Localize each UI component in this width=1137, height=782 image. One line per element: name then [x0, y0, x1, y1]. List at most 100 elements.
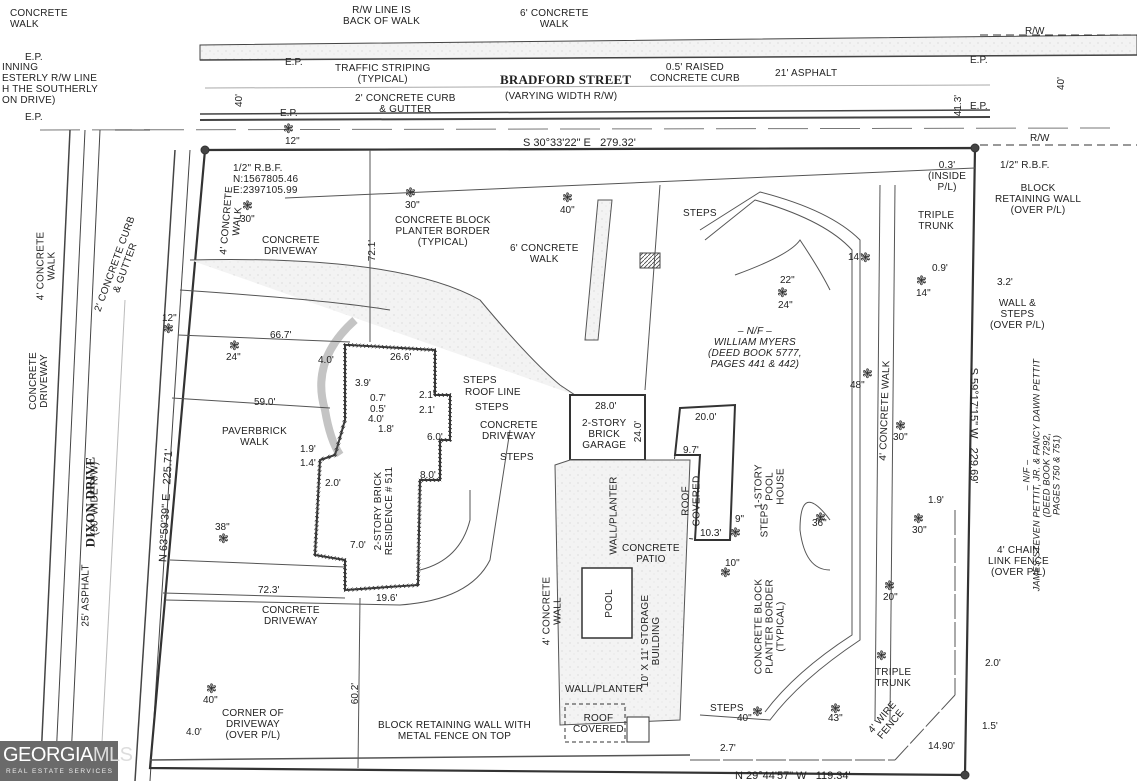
label-neighbor-myers: – N/F – WILLIAM MYERS (DEED BOOK 5777, P…: [708, 326, 802, 370]
dim-poolhouse-20-0: 20.0': [695, 412, 717, 423]
dim-1-9: 1.9': [928, 495, 944, 506]
label-rw-2: R/W: [1030, 133, 1050, 144]
label-25-asphalt: 25' ASPHALT: [80, 564, 92, 627]
tree-size: 36": [812, 518, 827, 529]
bearing-south: N 29°44'57" W 119.34': [735, 770, 851, 782]
tree-size: 22": [780, 275, 795, 286]
dim-res-1-8: 1.8': [378, 424, 394, 435]
label-6ft-walk-lot: 6' CONCRETE WALK: [510, 243, 579, 265]
tree-size: 48": [850, 380, 865, 391]
tree-icon: ❃: [777, 286, 788, 301]
pool: [581, 567, 633, 639]
dim-res-26-6: 26.6': [390, 352, 412, 363]
label-storage-building: 10' X 11' STORAGE BUILDING: [640, 594, 663, 688]
tree-size: 30": [240, 214, 255, 225]
dim-res-1-9: 1.9': [300, 444, 316, 455]
label-ep-6: E.P.: [25, 112, 43, 123]
tree-icon: ❃: [218, 532, 229, 547]
label-corner-of-driveway: CORNER OF DRIVEWAY (OVER P/L): [222, 708, 284, 741]
label-nw-corner-pin: 1/2" R.B.F. N:1567805.46 E:2397105.99: [233, 163, 299, 196]
tree-icon: ❃: [163, 322, 174, 337]
label-planter-border-north: CONCRETE BLOCK PLANTER BORDER (TYPICAL): [395, 215, 491, 248]
tree-size: 14": [848, 252, 863, 263]
tree-icon: ❃: [860, 251, 871, 266]
tree-icon: ❃: [242, 199, 253, 214]
dim-garage-height: 24.0': [633, 420, 645, 443]
label-chain-link-fence: 4' CHAIN LINK FENCE (OVER P/L): [988, 545, 1049, 578]
tree-icon: ❃: [884, 579, 895, 594]
tree-size: 12": [285, 136, 300, 147]
label-retaining-wall-fence: BLOCK RETAINING WALL WITH METAL FENCE ON…: [378, 720, 531, 742]
dim-66-7: 66.7': [270, 330, 292, 341]
tree-icon: ❃: [720, 566, 731, 581]
dim-40-left: 40': [234, 93, 246, 108]
label-planter-border-east: CONCRETE BLOCK PLANTER BORDER (TYPICAL): [753, 578, 787, 675]
tree-icon: ❃: [862, 367, 873, 382]
dim-40-right: 40': [1056, 76, 1068, 91]
tree-size: 14": [916, 288, 931, 299]
dim-59-0: 59.0': [254, 397, 276, 408]
tree-icon: ❃: [206, 682, 217, 697]
tree-size: 40": [203, 695, 218, 706]
label-concrete-walk-nw: CONCRETE WALK: [10, 8, 68, 30]
dim-res-0-5: 0.5': [370, 404, 386, 415]
tree-icon: ❃: [895, 419, 906, 434]
label-garage: 2-STORY BRICK GARAGE: [582, 418, 627, 451]
tree-size: 24": [778, 300, 793, 311]
label-traffic-striping: TRAFFIC STRIPING (TYPICAL): [335, 63, 431, 85]
dim-41-3: 41.3': [953, 94, 965, 117]
tree-icon: ❃: [730, 526, 741, 541]
label-neighbor-pettit: – N/F – JAMES STEVEN PETTIT, JR. & FANCY…: [1021, 358, 1062, 592]
label-roof-line: ROOF LINE: [465, 387, 521, 398]
label-paverbrick-walk: PAVERBRICK WALK: [222, 426, 287, 448]
tree-icon: ❃: [229, 339, 240, 354]
tree-size: 20": [883, 592, 898, 603]
label-wall-planter-n: WALL/PLANTER: [608, 476, 620, 555]
label-driveway-south: CONCRETE DRIVEWAY: [262, 605, 320, 627]
dim-3-2: 3.2': [997, 277, 1013, 288]
label-wall-and-steps: WALL & STEPS (OVER P/L): [990, 298, 1045, 331]
bradford-sidewalk: [199, 34, 1137, 61]
tree-size: 40": [560, 205, 575, 216]
dim-res-1-4: 1.4': [300, 458, 316, 469]
label-rw-1: R/W: [1025, 26, 1045, 37]
label-ep-3: E.P.: [970, 55, 988, 66]
dim-res-7-0: 7.0': [350, 540, 366, 551]
label-ep-4: E.P.: [970, 101, 988, 112]
tree-size: 30": [893, 432, 908, 443]
dim-4-0: 4.0': [186, 727, 202, 738]
tree-icon: ❃: [752, 705, 763, 720]
tree-icon: ❃: [916, 274, 927, 289]
tree-size: 9": [735, 514, 745, 525]
dim-res-4-0b: 4.0': [368, 414, 384, 425]
watermark-brand: GEORGIAMLS: [3, 744, 133, 766]
label-wall-planter-s: WALL/PLANTER: [565, 684, 644, 695]
tree-size: 12": [162, 313, 177, 324]
dim-res-6-0: 6.0': [427, 432, 443, 443]
street-name-bradford: BRADFORD STREET: [500, 72, 632, 87]
watermark-tagline: REAL ESTATE SERVICES: [6, 768, 114, 775]
tree-icon: ❃: [405, 186, 416, 201]
label-inside-pl: 0.3' (INSIDE P/L): [928, 160, 967, 193]
label-21-asphalt: 21' ASPHALT: [775, 68, 838, 79]
garage-footprint: [569, 394, 646, 461]
dim-res-2-0: 2.0': [325, 478, 341, 489]
label-point-of-beginning: INNING ESTERLY R/W LINE H THE SOUTHERLY …: [2, 62, 98, 106]
dim-garage-width: 28.0': [595, 401, 617, 412]
label-driveway-mid: CONCRETE DRIVEWAY: [480, 420, 538, 442]
bearing-north: S 30°33'22" E 279.32': [523, 137, 636, 149]
label-4ft-concrete-wall: 4' CONCRETE WALL: [541, 576, 564, 646]
tree-size: 30": [912, 525, 927, 536]
tree-size: 38": [215, 522, 230, 533]
label-curb-gutter: 2' CONCRETE CURB & GUTTER: [355, 93, 456, 115]
dim-poolhouse-9-7: 9.7': [683, 445, 699, 456]
label-steps-north: STEPS: [683, 208, 717, 219]
tree-icon: ❃: [562, 191, 573, 206]
dim-1-5: 1.5': [982, 721, 998, 732]
label-steps-a: STEPS: [463, 375, 497, 386]
label-rw-back-of-walk: R/W LINE IS BACK OF WALK: [343, 5, 421, 27]
label-roof-covered-s: ROOF COVERED: [573, 713, 624, 735]
dim-72-1: 72.1': [367, 239, 379, 262]
label-raised-curb: 0.5' RAISED CONCRETE CURB: [650, 62, 740, 84]
